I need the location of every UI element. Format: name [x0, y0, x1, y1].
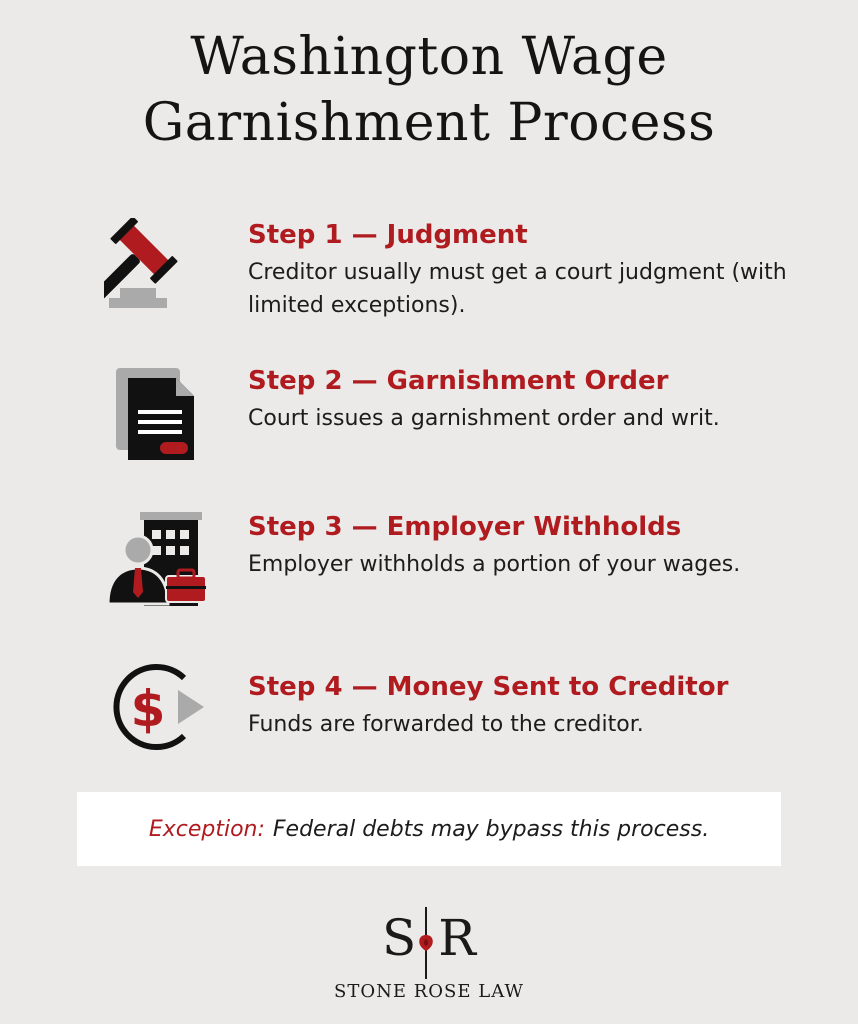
step-4: $ Step 4 — Money Sent to Creditor Funds … — [0, 664, 858, 790]
step-1-description: Creditor usually must get a court judgme… — [248, 260, 787, 318]
logo-firm-name: STONE ROSE LAW — [334, 981, 524, 1002]
dollar-transfer-icon: $ — [104, 654, 210, 760]
step-1: Step 1 — Judgment Creditor usually must … — [0, 218, 858, 338]
exception-note: Exception: Federal debts may bypass this… — [77, 792, 781, 866]
step-2-description: Court issues a garnishment order and wri… — [248, 406, 720, 431]
step-4-description: Funds are forwarded to the creditor. — [248, 712, 644, 737]
step-2-heading: Step 2 — Garnishment Order — [248, 366, 669, 396]
logo-letter-s: S — [382, 909, 417, 967]
logo-letter-r: R — [438, 909, 476, 967]
page-title: Washington Wage Garnishment Process — [0, 24, 858, 156]
step-2: Step 2 — Garnishment Order Court issues … — [0, 364, 858, 484]
title-line-2: Garnishment Process — [142, 93, 716, 153]
title-line-1: Washington Wage — [190, 27, 668, 87]
step-3: Step 3 — Employer Withholds Employer wit… — [0, 510, 858, 630]
svg-text:$: $ — [131, 680, 166, 738]
rose-icon — [419, 935, 433, 951]
step-4-heading: Step 4 — Money Sent to Creditor — [248, 672, 729, 702]
exception-text: Federal debts may bypass this process. — [272, 816, 710, 842]
document-icon — [104, 364, 210, 470]
step-3-heading: Step 3 — Employer Withholds — [248, 512, 682, 542]
employer-building-icon — [104, 510, 210, 616]
exception-label: Exception: — [148, 816, 265, 842]
gavel-icon — [104, 218, 210, 324]
step-3-description: Employer withholds a portion of your wag… — [248, 552, 741, 577]
step-1-heading: Step 1 — Judgment — [248, 220, 528, 250]
